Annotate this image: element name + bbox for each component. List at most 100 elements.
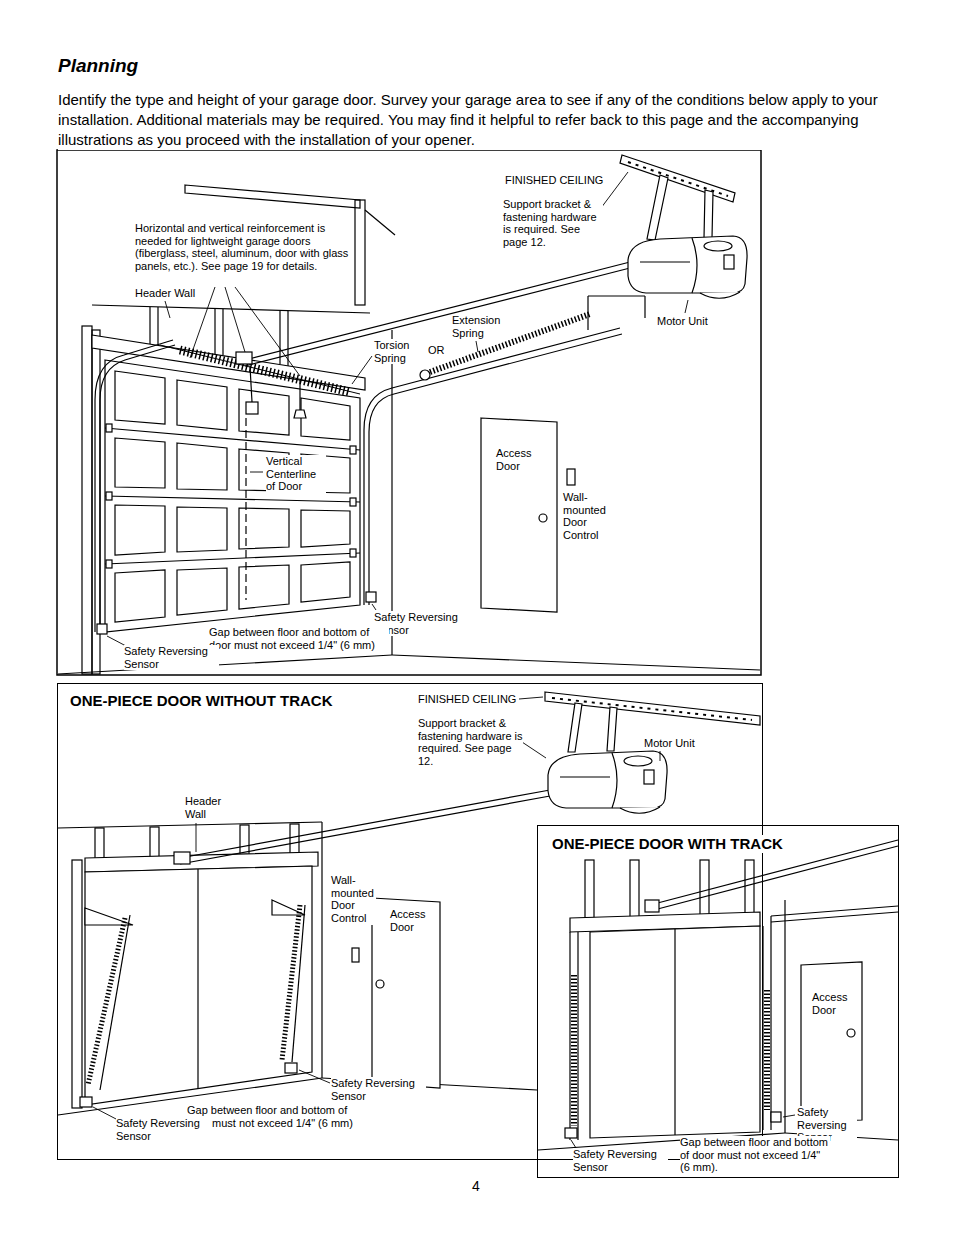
garage-framing: [585, 860, 594, 918]
part-label: Vertical Centerline of Door: [266, 455, 326, 493]
sensor: [565, 1112, 781, 1138]
garage-framing: [588, 295, 645, 296]
centerline: [245, 418, 246, 600]
part-label: Safety Reversing Sensor: [116, 1117, 211, 1142]
garage-framing: [538, 860, 898, 1150]
extension-spring: [430, 314, 590, 372]
access-door: [847, 1029, 855, 1037]
garage-framing: [700, 860, 709, 915]
part-label: Motor Unit: [657, 315, 708, 328]
garage-framing: [157, 307, 158, 345]
garage-door: [85, 866, 312, 1105]
part-label: Safety Reversing Sensor: [331, 1077, 426, 1102]
opener-rail: [236, 262, 630, 418]
leader-line: [299, 1070, 330, 1083]
sensor: [565, 1128, 577, 1138]
garage-framing: [185, 185, 360, 208]
leader-line: [571, 1140, 576, 1148]
opener-rail: [645, 900, 659, 912]
opener-rail: [250, 366, 252, 402]
support-bracket: [607, 707, 617, 751]
garage-door: [115, 371, 165, 424]
callout-note: Support bracket & fastening hardware is …: [503, 198, 603, 249]
door-track: [577, 932, 578, 1140]
garage-framing: [391, 330, 392, 655]
leader-line: [522, 742, 546, 758]
intro-text: Identify the type and height of your gar…: [58, 90, 893, 150]
access-door: [539, 514, 547, 522]
garage-door: [105, 360, 360, 632]
opener-rail: [294, 410, 306, 418]
part-label: Safety Reversing Sensor: [573, 1148, 668, 1173]
access-door: [801, 962, 862, 1122]
panel-frame: [57, 150, 761, 675]
torsion-spring: [180, 350, 350, 392]
part-label: Extension Spring: [452, 314, 512, 339]
garage-door: [177, 443, 227, 490]
garage-framing: [745, 860, 754, 913]
part-label: Access Door: [390, 908, 435, 933]
garage-framing: [784, 900, 785, 1133]
door-track: [569, 932, 570, 1140]
door-track: [571, 975, 577, 1126]
support-bracket: [620, 155, 735, 202]
support-bracket: [647, 175, 668, 240]
access-door: [376, 980, 384, 988]
garage-door: [106, 560, 112, 568]
part-label: Header Wall: [135, 287, 195, 300]
garage-door: [301, 398, 350, 440]
garage-door: [177, 380, 227, 430]
leader-line: [519, 697, 543, 699]
sensor: [97, 624, 107, 634]
garage-framing: [279, 311, 280, 364]
callout-note: Horizontal and vertical reinforcement is…: [135, 222, 350, 273]
part-label: Access Door: [812, 991, 857, 1016]
garage-framing: [365, 210, 395, 235]
extension-spring: [420, 314, 590, 380]
opener-rail: [236, 352, 252, 364]
garage-door: [115, 570, 165, 622]
part-label: OR: [428, 344, 445, 357]
door-spring: [85, 900, 305, 1090]
garage-framing: [58, 655, 392, 674]
callout-note: Support bracket & fastening hardware is …: [418, 717, 523, 768]
garage-framing: [92, 330, 100, 674]
panel-heading: ONE-PIECE DOOR WITH TRACK: [552, 835, 783, 853]
sensor: [80, 1063, 297, 1107]
centerline: [245, 418, 246, 600]
door-track: [771, 906, 898, 916]
door-spring: [88, 918, 125, 1085]
support-bracket: [628, 162, 728, 196]
sensor: [771, 1112, 781, 1122]
garage-framing: [287, 311, 288, 366]
garage-framing: [222, 309, 223, 355]
opener-rail: [299, 380, 300, 410]
garage-door: [350, 549, 356, 557]
door-track: [100, 345, 175, 632]
ceiling-label: FINISHED CEILING: [505, 174, 603, 187]
part-label: Motor Unit: [644, 737, 695, 750]
callout-note: Gap between floor and bottom of door mus…: [209, 626, 389, 651]
access-door: [352, 948, 359, 962]
panel-frame: [57, 150, 761, 675]
garage-framing: [392, 655, 760, 670]
opener-rail: [180, 796, 550, 864]
sensor: [366, 592, 376, 602]
garage-framing: [72, 860, 82, 1108]
door-track: [95, 340, 173, 632]
garage-framing: [630, 860, 639, 918]
door-track: [770, 916, 771, 1130]
opener-rail: [245, 268, 630, 366]
garage-framing: [644, 296, 645, 318]
leader-line: [783, 1115, 795, 1117]
door-spring: [282, 905, 300, 1060]
garage-framing: [321, 822, 322, 1078]
garage-door: [115, 438, 165, 488]
garage-door: [197, 869, 198, 1089]
garage-framing: [58, 822, 322, 828]
support-bracket: [620, 155, 735, 240]
garage-door: [105, 360, 360, 632]
leader-line: [235, 287, 300, 376]
